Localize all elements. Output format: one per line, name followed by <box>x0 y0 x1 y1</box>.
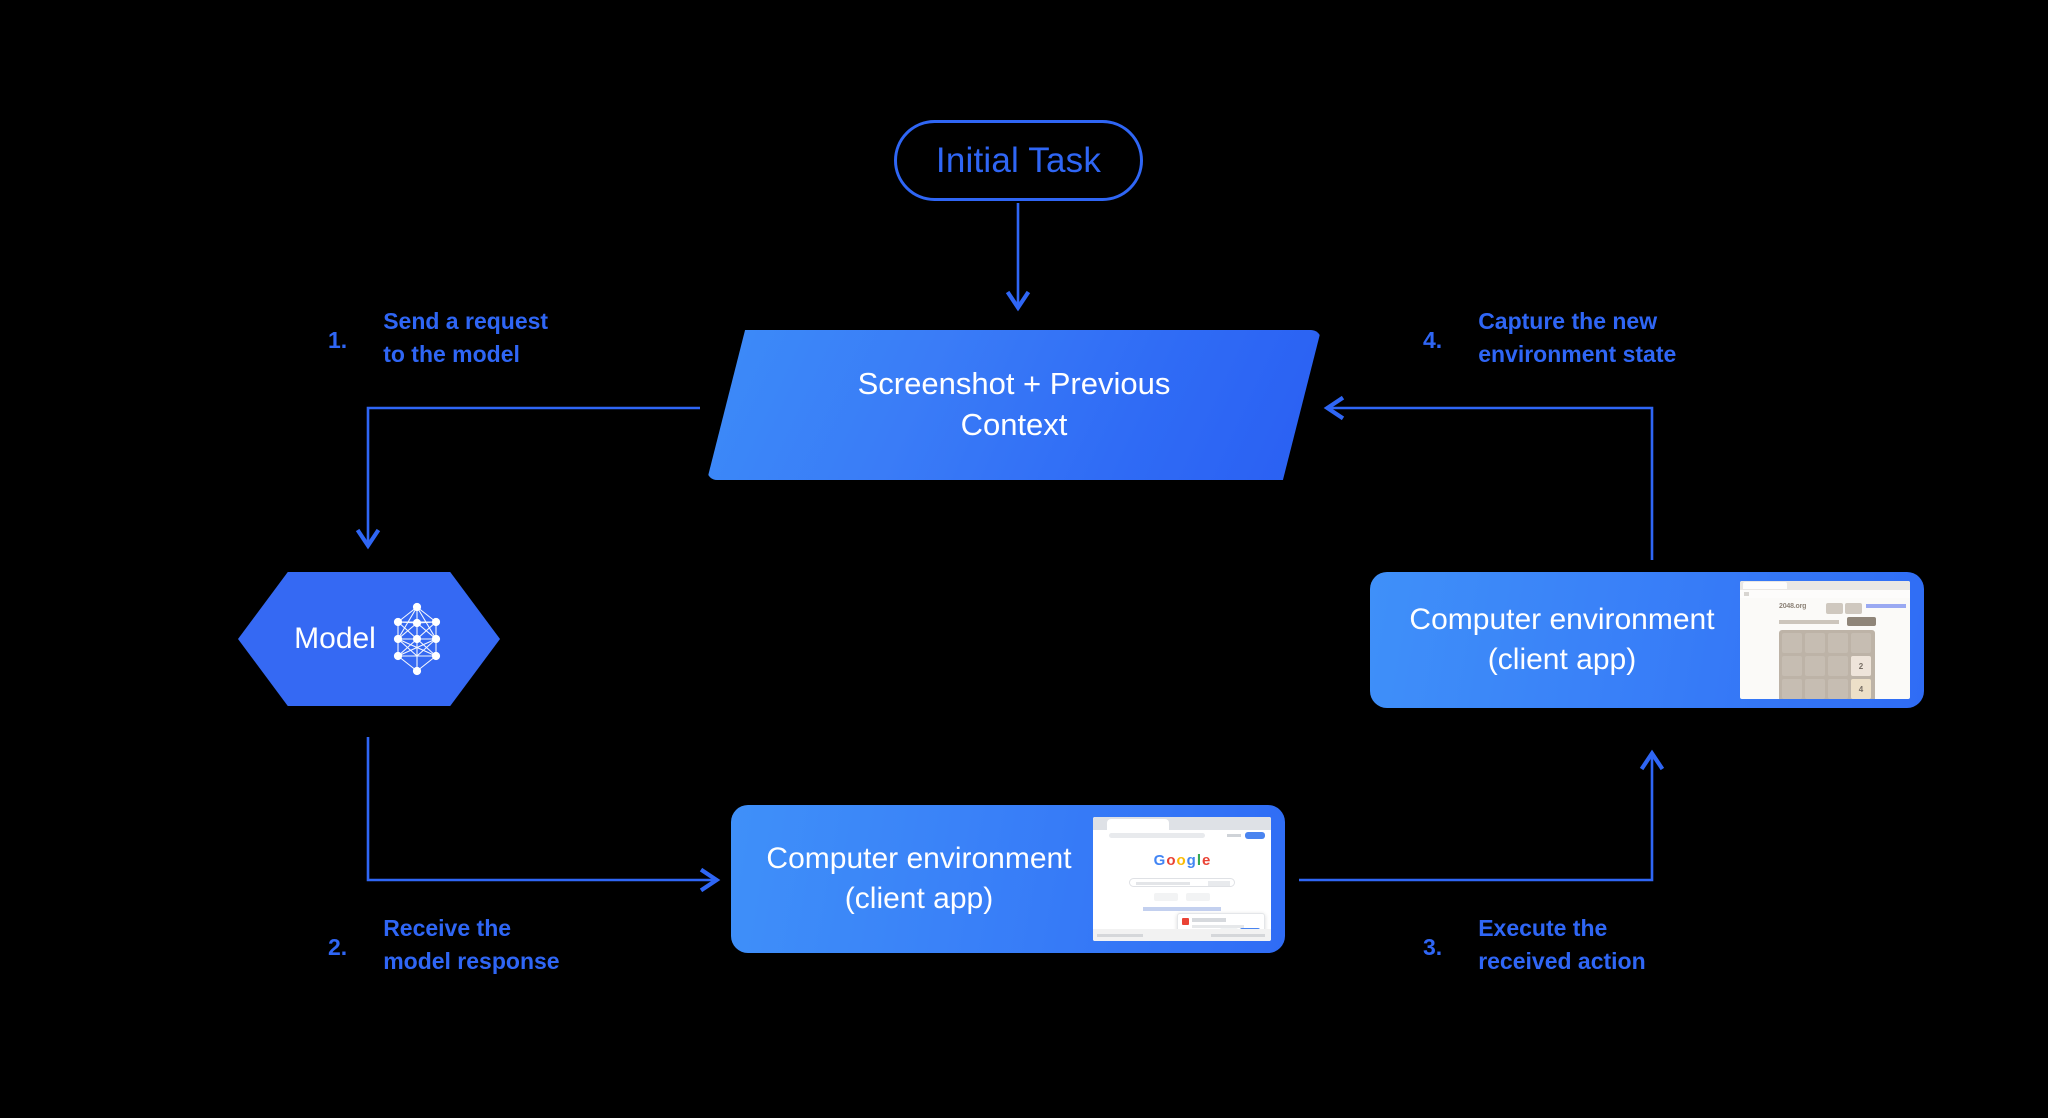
search-icons <box>1208 881 1230 886</box>
toolbar-icons <box>1227 834 1241 837</box>
node-initial-task[interactable]: Initial Task <box>894 120 1143 201</box>
step-label-2: 2. Receive the model response <box>328 912 560 977</box>
step-1-number: 1. <box>328 327 348 353</box>
env-top-line-2: (client app) <box>1487 643 1637 676</box>
env-top-line-1: Computer environment <box>1409 603 1715 637</box>
node-model[interactable]: Model <box>238 572 500 706</box>
neural-network-icon <box>393 602 440 676</box>
initial-task-label: Initial Task <box>935 140 1102 180</box>
header-links <box>1866 604 1906 608</box>
game-tile: 4 <box>1851 679 1871 699</box>
best-score-box <box>1845 603 1862 614</box>
context-line-1: Screenshot + Previous <box>857 366 1171 402</box>
address-bar <box>1109 833 1205 838</box>
arrow-model-to-env-bottom <box>366 737 721 893</box>
game-instructions <box>1779 620 1839 624</box>
parallelogram-shape <box>707 330 1321 480</box>
step-4-text: Capture the new environment state <box>1478 308 1677 367</box>
game-board: 2 4 4 8 <box>1779 630 1875 699</box>
score-box <box>1826 603 1843 614</box>
env-bottom-label: Computer environment (client app) <box>731 839 1093 918</box>
node-computer-environment-top[interactable]: Computer environment (client app) 2048.o… <box>1370 572 1924 708</box>
context-line-2: Context <box>960 407 1068 442</box>
step-2-number: 2. <box>328 934 348 960</box>
dialog-icon <box>1182 918 1189 925</box>
sign-in-button[interactable] <box>1245 832 1265 839</box>
step-label-3: 3. Execute the received action <box>1423 912 1646 977</box>
env-bottom-line-2: (client app) <box>844 882 994 915</box>
browser-tab <box>1743 582 1787 589</box>
game-title: 2048.org <box>1779 603 1807 610</box>
hexagon-shape <box>238 572 500 706</box>
google-search-button[interactable] <box>1154 893 1178 901</box>
arrow-context-to-model <box>355 406 700 550</box>
search-buttons <box>1154 893 1210 901</box>
search-input[interactable] <box>1129 878 1235 887</box>
im-feeling-lucky-button[interactable] <box>1186 893 1210 901</box>
browser-tabbar <box>1740 581 1910 590</box>
env-bottom-line-1: Computer environment <box>766 842 1072 876</box>
browser-urlbar <box>1740 590 1910 598</box>
step-3-number: 3. <box>1423 934 1443 960</box>
step-label-4: 4. Capture the new environment state <box>1423 305 1676 370</box>
step-label-1: 1. Send a request to the model <box>328 305 548 370</box>
step-1-text: Send a request to the model <box>383 308 549 367</box>
url-text <box>1744 592 1749 596</box>
page-footer <box>1093 929 1271 941</box>
dialog-title <box>1192 918 1226 922</box>
node-screenshot-context[interactable]: Screenshot + Previous Context <box>707 330 1321 480</box>
language-links <box>1143 907 1221 911</box>
arrow-env-bottom-to-env-top <box>1299 749 1665 882</box>
dialog-body <box>1192 925 1244 928</box>
step-2-text: Receive the model response <box>383 915 560 974</box>
env-top-label: Computer environment (client app) <box>1370 600 1740 679</box>
thumbnail-2048-game: 2048.org 2 4 4 8 <box>1740 581 1910 699</box>
arrow-env-top-to-context <box>1323 395 1654 560</box>
model-label: Model <box>294 622 376 655</box>
step-4-number: 4. <box>1423 327 1443 353</box>
step-3-text: Execute the received action <box>1478 915 1646 974</box>
browser-tab <box>1107 819 1169 830</box>
new-game-button[interactable] <box>1847 617 1876 626</box>
game-tile: 2 <box>1851 656 1871 676</box>
screenshot-context-label: Screenshot + Previous Context <box>707 330 1321 480</box>
